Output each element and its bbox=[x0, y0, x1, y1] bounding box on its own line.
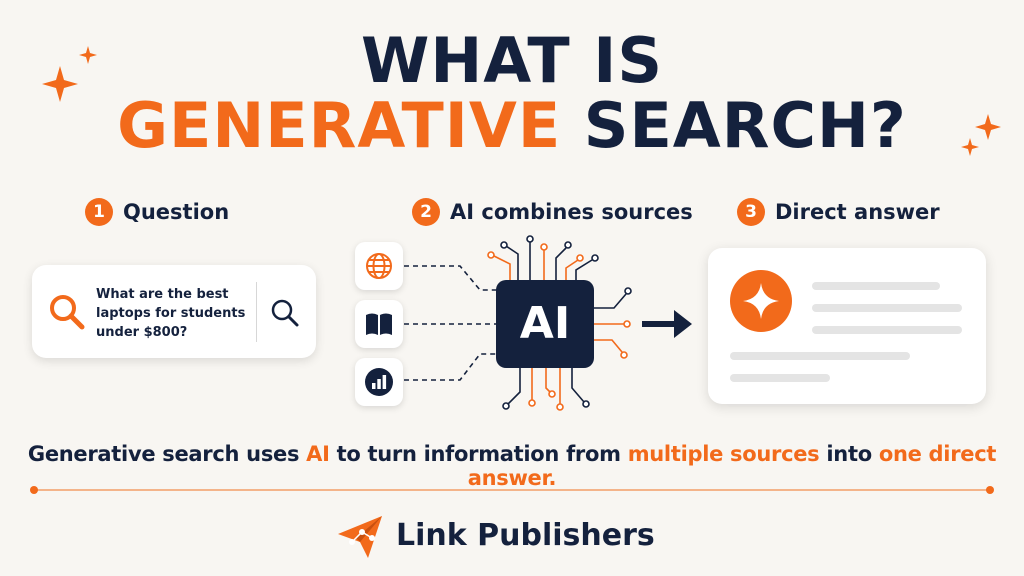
arrow-right-icon bbox=[642, 310, 692, 338]
step-label: Direct answer bbox=[775, 200, 940, 224]
step-2: 2 AI combines sources bbox=[412, 198, 693, 226]
step-number: 3 bbox=[737, 198, 765, 226]
source-chart bbox=[355, 358, 403, 406]
step-label: Question bbox=[123, 200, 230, 224]
answer-line bbox=[730, 374, 830, 382]
divider-dot bbox=[986, 486, 994, 494]
step-3: 3 Direct answer bbox=[737, 198, 940, 226]
source-globe bbox=[355, 242, 403, 290]
title-highlight: GENERATIVE bbox=[117, 89, 562, 162]
tagline: Generative search uses AI to turn inform… bbox=[0, 442, 1024, 490]
tagline-text: to turn information from bbox=[329, 442, 628, 466]
globe-icon bbox=[366, 253, 392, 279]
search-box[interactable]: What are the best laptops for students u… bbox=[32, 265, 316, 358]
ai-chip-label: AI bbox=[519, 298, 571, 349]
book-icon bbox=[366, 313, 392, 335]
tagline-text: into bbox=[819, 442, 879, 466]
source-book bbox=[355, 300, 403, 348]
bar-chart-icon bbox=[365, 368, 393, 396]
ai-circuit-diagram bbox=[404, 235, 632, 411]
tagline-highlight: one direct answer. bbox=[467, 442, 997, 490]
step-label: AI combines sources bbox=[450, 200, 693, 224]
step-number: 1 bbox=[85, 198, 113, 226]
search-icon[interactable] bbox=[270, 298, 300, 328]
tagline-highlight: AI bbox=[306, 442, 330, 466]
title-rest: SEARCH? bbox=[583, 89, 907, 162]
brand-name: Link Publishers bbox=[396, 518, 655, 553]
answer-line bbox=[812, 282, 940, 290]
divider bbox=[34, 489, 990, 491]
sparkle-icon bbox=[730, 270, 792, 332]
search-query: What are the best laptops for students u… bbox=[96, 287, 246, 340]
search-icon bbox=[50, 295, 85, 330]
answer-line bbox=[812, 326, 962, 334]
tagline-highlight: multiple sources bbox=[627, 442, 820, 466]
logo-icon bbox=[338, 516, 382, 558]
sparkle-icon bbox=[961, 114, 1001, 156]
title-line-1: WHAT IS bbox=[360, 24, 664, 97]
step-number: 2 bbox=[412, 198, 440, 226]
title-line-2: GENERATIVE SEARCH? bbox=[0, 95, 1024, 157]
tagline-text: Generative search uses bbox=[27, 442, 307, 466]
answer-line bbox=[730, 352, 910, 360]
divider bbox=[256, 282, 257, 342]
answer-card bbox=[708, 248, 986, 404]
sparkle-icon bbox=[42, 46, 97, 102]
answer-line bbox=[812, 304, 962, 312]
step-1: 1 Question bbox=[85, 198, 229, 226]
divider-dot bbox=[30, 486, 38, 494]
